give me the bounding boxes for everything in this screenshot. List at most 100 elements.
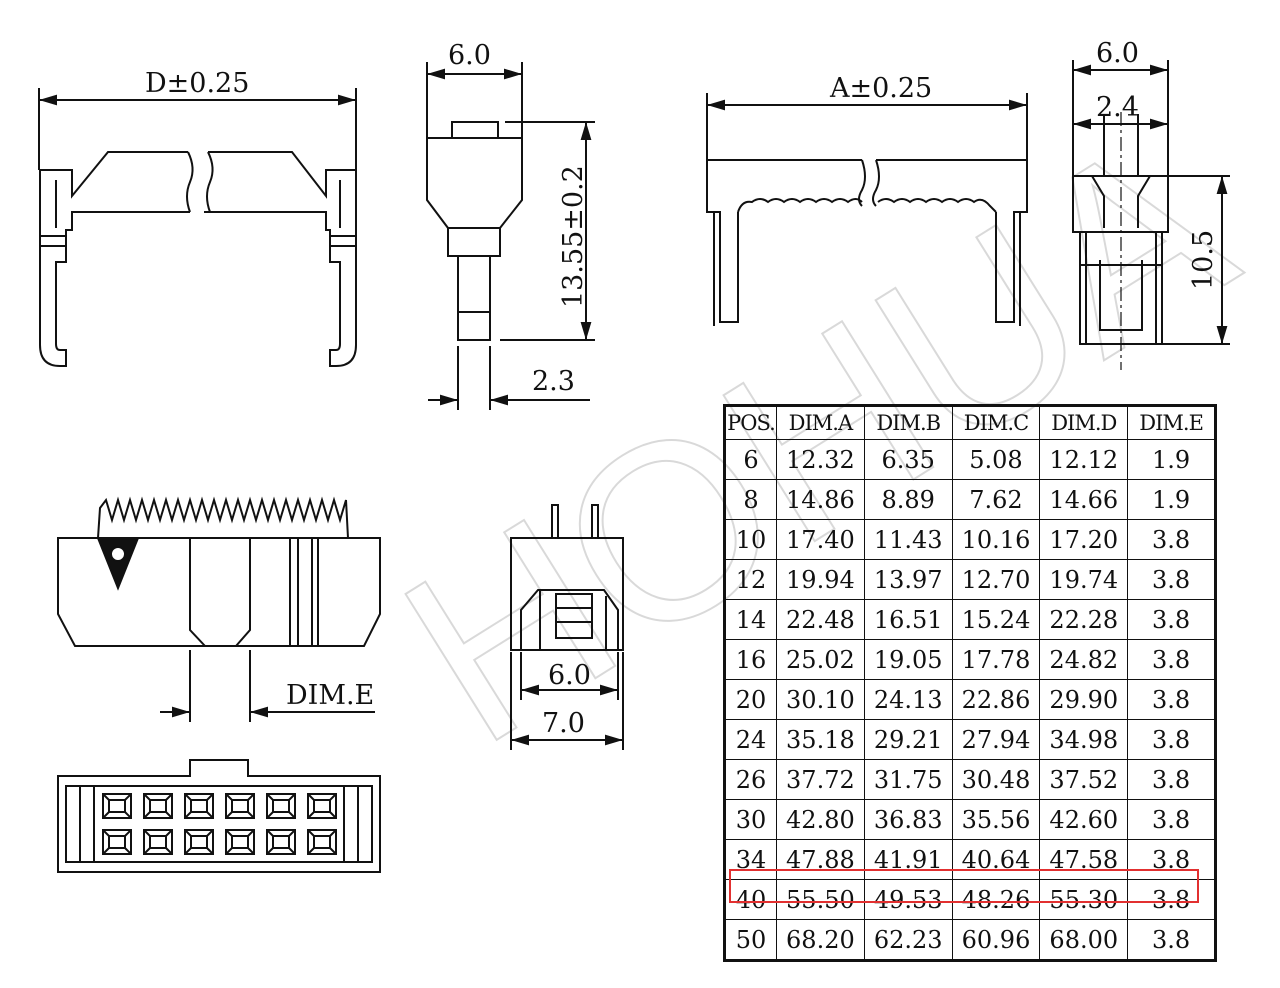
side-profile-view <box>426 62 595 410</box>
col-header-dim-c: DIM.C <box>951 405 1041 440</box>
table-cell: 35.56 <box>951 799 1041 840</box>
table-cell: 25.02 <box>776 639 865 680</box>
table-cell: 30 <box>724 799 777 840</box>
mating-face-view <box>57 759 381 873</box>
table-cell: 42.80 <box>776 799 865 840</box>
contact-cavities <box>102 793 337 855</box>
table-cell: 14.86 <box>776 479 865 520</box>
table-cell: 17.20 <box>1039 519 1129 560</box>
small-side-view <box>510 504 624 750</box>
table-cell: 19.94 <box>776 559 865 600</box>
table-cell: 3.8 <box>1127 639 1216 680</box>
col-header-dim-e: DIM.E <box>1127 405 1216 440</box>
table-cell: 36.83 <box>863 799 953 840</box>
table-cell: 3.8 <box>1127 919 1216 961</box>
table-cell: 20 <box>724 679 777 720</box>
cable-entry-view <box>57 496 381 722</box>
table-cell: 10.16 <box>951 519 1041 560</box>
table-cell: 7.62 <box>951 479 1041 520</box>
table-cell: 3.8 <box>1127 879 1216 920</box>
table-cell: 13.97 <box>863 559 953 600</box>
table-cell: 37.72 <box>776 759 865 800</box>
table-cell: 55.30 <box>1039 879 1129 920</box>
table-cell: 41.91 <box>863 839 953 880</box>
end-width-label: 6.0 <box>1096 38 1139 69</box>
table-cell: 34.98 <box>1039 719 1129 760</box>
table-cell: 3.8 <box>1127 719 1216 760</box>
table-cell: 27.94 <box>951 719 1041 760</box>
table-cell: 15.24 <box>951 599 1041 640</box>
dim-e-label: DIM.E <box>286 680 374 711</box>
table-cell: 3.8 <box>1127 559 1216 600</box>
table-cell: 47.88 <box>776 839 865 880</box>
table-cell: 24.82 <box>1039 639 1129 680</box>
table-cell: 8.89 <box>863 479 953 520</box>
table-cell: 16 <box>724 639 777 680</box>
end-height-label: 10.5 <box>1188 230 1219 290</box>
table-cell: 50 <box>724 919 777 961</box>
table-cell: 1.9 <box>1127 479 1216 520</box>
table-cell: 3.8 <box>1127 519 1216 560</box>
bottom-outer-label: 7.0 <box>542 708 585 739</box>
end-inner-width-label: 2.4 <box>1096 92 1139 123</box>
table-header-row: POS. DIM.A DIM.B DIM.C DIM.D DIM.E <box>724 405 1216 440</box>
table-cell: 48.26 <box>951 879 1041 920</box>
table-cell: 3.8 <box>1127 799 1216 840</box>
table-cell: 24.13 <box>863 679 953 720</box>
table-cell: 5.08 <box>951 439 1041 480</box>
col-header-dim-a: DIM.A <box>776 405 865 440</box>
table-cell: 29.21 <box>863 719 953 760</box>
table-cell: 10 <box>724 519 777 560</box>
bottom-inner-label: 6.0 <box>548 660 591 691</box>
table-cell: 42.60 <box>1039 799 1129 840</box>
dim-a-label: A±0.25 <box>829 73 932 104</box>
side-height-label: 13.55±0.2 <box>558 165 589 308</box>
side-width-label: 6.0 <box>448 40 491 71</box>
table-cell: 22.28 <box>1039 599 1129 640</box>
table-cell: 60.96 <box>951 919 1041 961</box>
table-cell: 30.48 <box>951 759 1041 800</box>
table-cell: 12.32 <box>776 439 865 480</box>
table-cell: 30.10 <box>776 679 865 720</box>
table-cell: 22.48 <box>776 599 865 640</box>
dim-d-label: D±0.25 <box>145 68 249 99</box>
col-header-dim-d: DIM.D <box>1039 405 1129 440</box>
table-cell: 37.52 <box>1039 759 1129 800</box>
latch-view <box>38 88 357 367</box>
table-cell: 47.58 <box>1039 839 1129 880</box>
table-cell: 12.70 <box>951 559 1041 600</box>
table-cell: 19.05 <box>863 639 953 680</box>
table-cell: 49.53 <box>863 879 953 920</box>
table-cell: 40 <box>724 879 777 920</box>
table-cell: 12.12 <box>1039 439 1129 480</box>
table-cell: 12 <box>724 559 777 600</box>
table-cell: 24 <box>724 719 777 760</box>
table-cell: 6 <box>724 439 777 480</box>
table-cell: 14.66 <box>1039 479 1129 520</box>
col-header-dim-b: DIM.B <box>863 405 953 440</box>
table-cell: 62.23 <box>863 919 953 961</box>
table-cell: 29.90 <box>1039 679 1129 720</box>
table-cell: 26 <box>724 759 777 800</box>
table-cell: 16.51 <box>863 599 953 640</box>
table-cell: 8 <box>724 479 777 520</box>
front-view <box>706 93 1028 326</box>
table-cell: 68.20 <box>776 919 865 961</box>
table-cell: 3.8 <box>1127 599 1216 640</box>
table-cell: 55.50 <box>776 879 865 920</box>
